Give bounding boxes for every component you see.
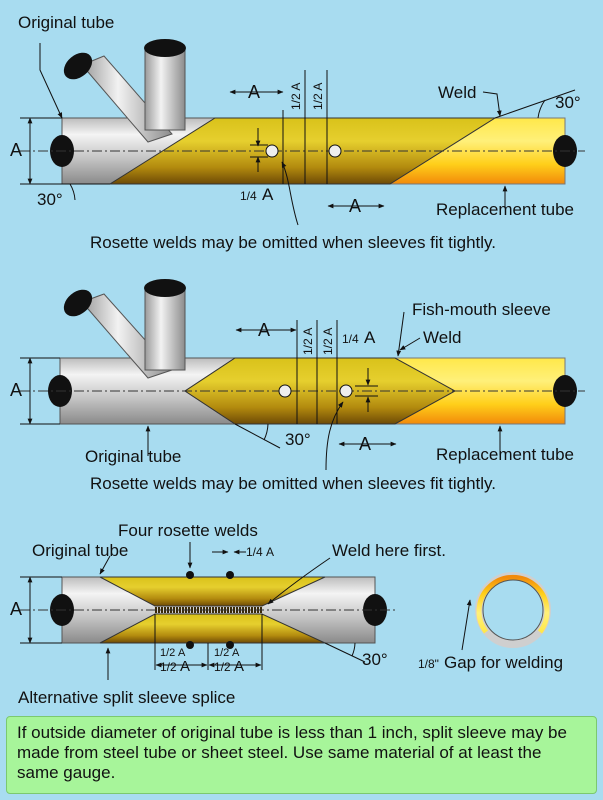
- angle-line-3: [324, 642, 366, 663]
- angle-arc-1b: [69, 183, 76, 201]
- label-half-a-1b: 1/2 A: [311, 83, 325, 110]
- label-half-a-2b: 1/2 A: [321, 328, 335, 355]
- leader-rosette-2: [325, 401, 344, 471]
- angle-line-2: [234, 423, 281, 449]
- note-box: If outside diameter of original tube is …: [6, 716, 597, 794]
- diagram-1: Original tube Weld 30° 30° A A A 1/2 A 1…: [10, 13, 585, 252]
- label-half-frac-3c: 1/2: [160, 660, 177, 674]
- caption-1: Rosette welds may be omitted when sleeve…: [90, 233, 496, 252]
- angle-arc-1: [537, 99, 546, 119]
- label-angle-3: 30°: [362, 650, 388, 669]
- label-dim-a-left-2: A: [10, 380, 22, 400]
- label-half-a-3b: A: [234, 658, 244, 675]
- rosette-weld-3d: [226, 641, 234, 649]
- sleeve-1: [108, 117, 497, 185]
- label-half-a-3a: A: [180, 658, 190, 675]
- leader-original-1: [39, 43, 63, 119]
- label-dim-a-left-3: A: [10, 599, 22, 619]
- label-half-frac-3a: 1/2: [160, 647, 175, 659]
- rosette-weld-1b: [328, 144, 342, 158]
- rosette-weld-3c: [186, 641, 194, 649]
- label-angle-left-1: 30°: [37, 190, 63, 209]
- leader-gap-3: [461, 599, 472, 651]
- label-replacement-tube-1: Replacement tube: [436, 200, 574, 219]
- rosette-weld-2a: [278, 384, 292, 398]
- diagram-2: Fish-mouth sleeve Weld A A A 1/2 A 1/2 A…: [10, 279, 585, 493]
- branch-end-3: [63, 289, 93, 317]
- label-half-a-small-3b: A: [232, 647, 240, 659]
- branch-end-2: [144, 39, 186, 57]
- label-dim-a-bottom-2: A: [359, 434, 371, 454]
- branch-tube-vert-2: [144, 287, 186, 371]
- leader-weld-first-3: [267, 557, 331, 605]
- label-original-tube-2: Original tube: [85, 447, 181, 466]
- label-angle-top-1: 30°: [555, 93, 581, 112]
- label-alt-splice-3: Alternative split sleeve splice: [18, 688, 235, 707]
- leader-weld-2: [399, 337, 421, 351]
- rosette-weld-3b: [226, 571, 234, 579]
- leader-rosette-1: [281, 161, 299, 226]
- label-gap-3: Gap for welding: [444, 653, 563, 672]
- diagram-3: Four rosette welds Original tube 1/4 A W…: [10, 521, 563, 707]
- label-weld-1: Weld: [438, 83, 476, 102]
- label-quarter-frac-2: 1/4: [342, 332, 359, 346]
- label-quarter-a-2: A: [364, 328, 376, 347]
- label-weld-2: Weld: [423, 328, 461, 347]
- tube-ring-inner-3: [482, 579, 544, 641]
- label-half-frac-3d: 1/2: [214, 660, 231, 674]
- label-dim-a-top-1: A: [248, 82, 260, 102]
- leader-original-3: [99, 555, 111, 575]
- branch-end-1: [63, 52, 93, 80]
- caption-2: Rosette welds may be omitted when sleeve…: [90, 474, 496, 493]
- label-original-tube-1: Original tube: [18, 13, 114, 32]
- label-original-tube-3: Original tube: [32, 541, 128, 560]
- label-dim-a-top-2: A: [258, 320, 270, 340]
- label-gap-frac-3: 1/8": [418, 657, 439, 671]
- branch-tube-vert-1: [144, 47, 186, 131]
- label-fish-mouth-2: Fish-mouth sleeve: [412, 300, 551, 319]
- rosette-weld-2b: [339, 384, 353, 398]
- label-dim-a-bottom-1: A: [349, 196, 361, 216]
- label-quarter-frac-3: 1/4: [246, 545, 263, 559]
- label-dim-a-left-1: A: [10, 140, 22, 160]
- label-quarter-a-1: A: [262, 185, 274, 204]
- branch-end-4: [144, 279, 186, 297]
- label-four-rosette-3: Four rosette welds: [118, 521, 258, 540]
- angle-arc-2: [263, 423, 269, 441]
- label-half-frac-3b: 1/2: [214, 647, 229, 659]
- label-quarter-frac-1: 1/4: [240, 189, 257, 203]
- label-half-a-2a: 1/2 A: [301, 328, 315, 355]
- label-quarter-a-3: A: [266, 545, 274, 559]
- label-replacement-tube-2: Replacement tube: [436, 445, 574, 464]
- label-angle-2: 30°: [285, 430, 311, 449]
- label-weld-first-3: Weld here first.: [332, 541, 446, 560]
- rosette-weld-3a: [186, 571, 194, 579]
- label-half-a-small-3a: A: [178, 647, 186, 659]
- sleeve-ring-3: [476, 574, 550, 634]
- angle-line-1: [494, 89, 576, 119]
- rosette-weld-1a: [265, 144, 279, 158]
- label-half-a-1a: 1/2 A: [289, 83, 303, 110]
- leader-weld-1: [482, 91, 502, 117]
- angle-arc-3: [351, 642, 356, 657]
- leader-fish-mouth-2: [396, 311, 405, 357]
